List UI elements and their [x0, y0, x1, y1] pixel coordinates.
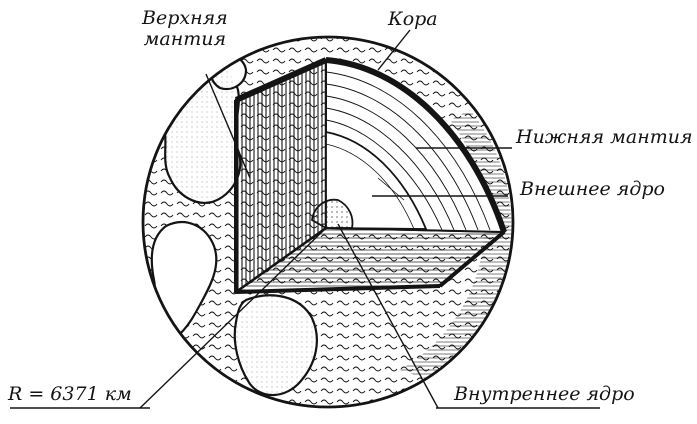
- label-inner-core: Внутреннее ядро: [454, 383, 635, 405]
- label-radius: R = 6371 км: [8, 383, 132, 405]
- label-upper-mantle: Верхняя мантия: [142, 8, 228, 50]
- label-lower-mantle: Нижняя мантия: [516, 126, 693, 148]
- label-outer-core: Внешнее ядро: [520, 178, 665, 200]
- label-crust: Кора: [388, 8, 438, 30]
